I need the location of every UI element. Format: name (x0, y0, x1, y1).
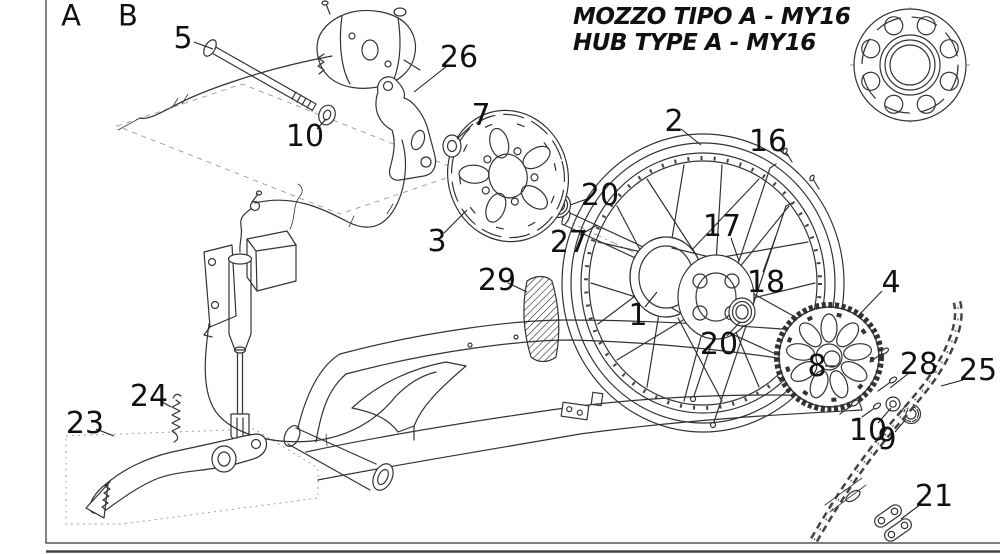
chain-master-link (824, 477, 912, 542)
chain-slider (523, 275, 560, 363)
hub-face-view (850, 7, 970, 123)
swingarm (283, 319, 863, 491)
spacer-bushing (442, 134, 462, 158)
spokes (590, 164, 816, 402)
spoke-nipple-screws (782, 147, 820, 190)
brake-disc (446, 109, 570, 243)
brake-hoses (117, 55, 437, 447)
spoke-nipples-ring (584, 156, 822, 410)
master-cylinder (203, 183, 303, 445)
brake-rod (203, 39, 317, 112)
caliper-bracket (375, 76, 437, 181)
washer-upper (318, 104, 336, 126)
washer-lower (885, 396, 901, 412)
drive-chain (810, 300, 963, 543)
bearing-right (728, 297, 756, 327)
frame-border (45, 0, 1000, 553)
sprocket (774, 302, 884, 412)
leader-lines (95, 41, 964, 520)
sprocket-fasteners (839, 347, 922, 425)
brake-caliper (316, 0, 421, 89)
return-spring (171, 393, 182, 443)
brake-pedal (85, 433, 268, 519)
